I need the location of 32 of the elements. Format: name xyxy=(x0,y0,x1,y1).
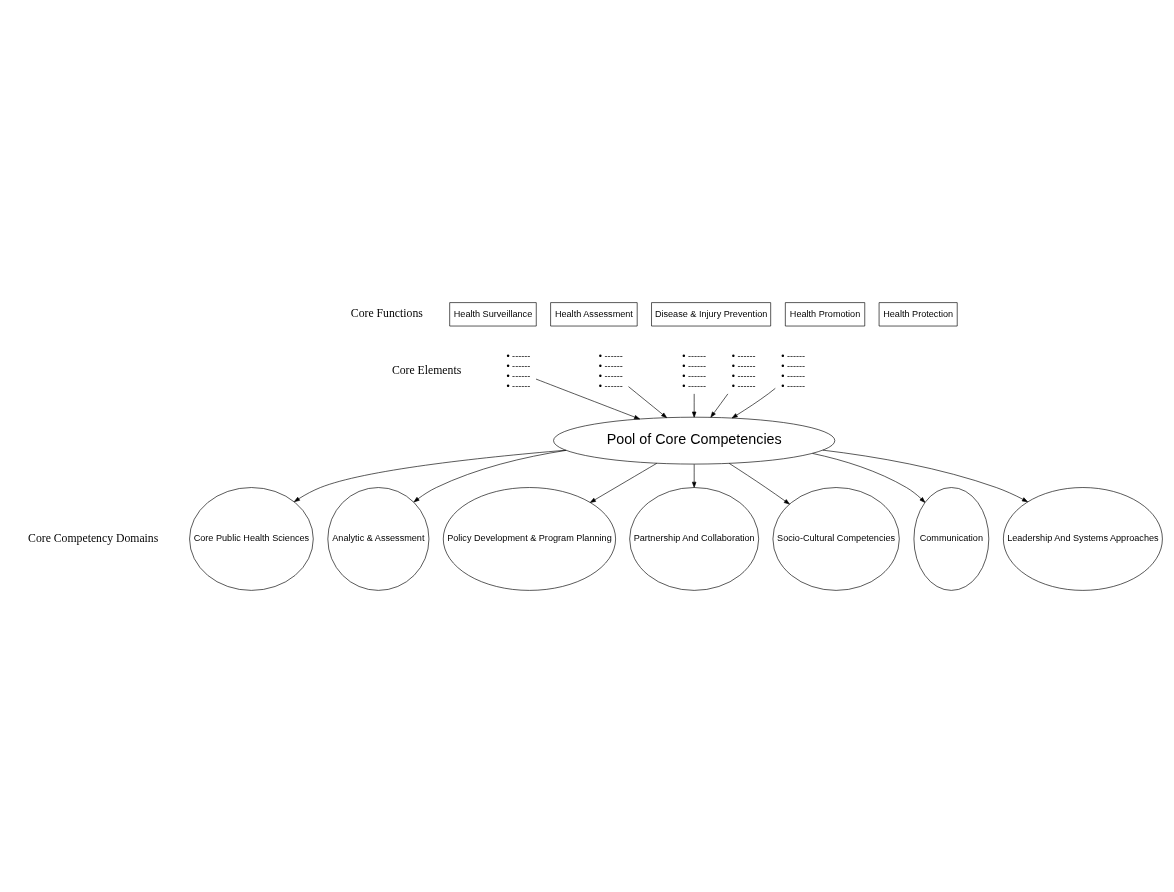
arrow xyxy=(728,462,790,504)
arrow xyxy=(413,449,567,502)
node-box: Health Assessment xyxy=(550,301,638,326)
arrow xyxy=(589,462,658,503)
arrow xyxy=(822,449,1028,502)
node-ellipse: Partnership And Collaboration xyxy=(629,486,760,591)
node-ellipse: Policy Development & Program Planning xyxy=(442,486,616,591)
label: Core Functions xyxy=(350,306,423,320)
arrow xyxy=(628,385,667,418)
node-box: Health Promotion xyxy=(785,301,866,326)
arrow xyxy=(535,378,640,419)
arrow xyxy=(294,449,566,502)
node-text: • ------ • ------ • ------ • ------ xyxy=(598,350,623,391)
node-circle: Analytic & Assessment xyxy=(327,486,430,591)
node-ellipse: Leadership And Systems Approaches xyxy=(1003,486,1163,591)
node-ellipse: Communication xyxy=(913,486,990,591)
label: Core Elements xyxy=(391,363,462,377)
node-ellipse: Core Public Health Sciences xyxy=(189,486,314,591)
node-box: Disease & Injury Prevention xyxy=(651,301,771,326)
arrow xyxy=(692,393,697,417)
node-box: Health Protection xyxy=(878,301,958,326)
node-ellipse: Socio-Cultural Competencies xyxy=(772,486,900,591)
arrow xyxy=(710,393,729,417)
arrow xyxy=(731,387,776,418)
label: Core Competency Domains xyxy=(28,531,159,545)
arrow xyxy=(692,463,697,488)
arrow xyxy=(812,452,926,503)
node-text: • ------ • ------ • ------ • ------ xyxy=(682,350,707,391)
node-text: • ------ • ------ • ------ • ------ xyxy=(506,350,531,391)
node-text: • ------ • ------ • ------ • ------ xyxy=(731,350,756,391)
node-box: Health Surveillance xyxy=(449,301,537,326)
node-text: • ------ • ------ • ------ • ------ xyxy=(781,350,806,391)
